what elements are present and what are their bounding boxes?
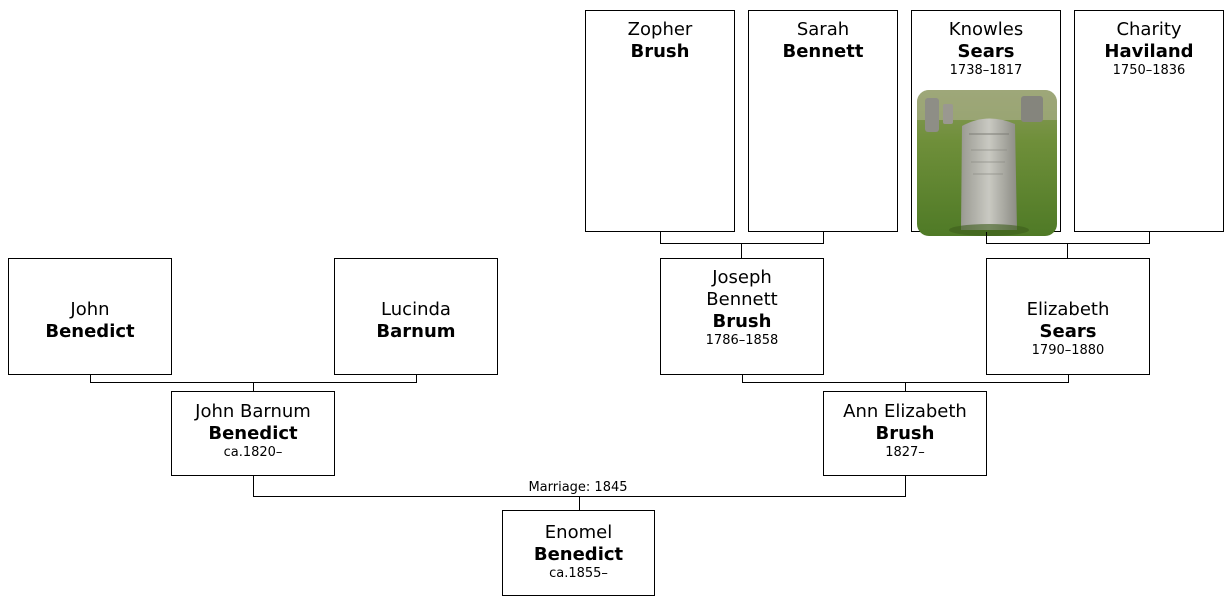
life-dates: 1790–1880: [1031, 342, 1105, 358]
surname: Benedict: [45, 320, 135, 342]
surname: Benedict: [533, 543, 624, 565]
given-name: John: [70, 299, 110, 320]
given-name: Charity: [1116, 19, 1182, 40]
life-dates: ca.1820–: [223, 444, 283, 460]
surname: Brush: [630, 40, 690, 62]
connector: [1067, 243, 1068, 258]
surname: Benedict: [208, 422, 298, 444]
connector: [905, 476, 906, 497]
person-box-enomel-benedict[interactable]: Enomel Benedict ca.1855–: [502, 510, 655, 596]
given-name: Zopher: [627, 19, 693, 40]
connector: [1068, 375, 1069, 383]
gravestone-photo[interactable]: [917, 90, 1057, 236]
connector: [253, 382, 254, 391]
given-name: Elizabeth: [1026, 299, 1110, 320]
person-box-charity-haviland[interactable]: Charity Haviland 1750–1836: [1074, 10, 1224, 232]
surname: Barnum: [376, 320, 456, 342]
surname: Sears: [1039, 320, 1097, 342]
person-box-sarah-bennett[interactable]: Sarah Bennett: [748, 10, 898, 232]
life-dates: 1738–1817: [949, 62, 1023, 78]
person-box-john-benedict[interactable]: John Benedict: [8, 258, 172, 375]
connector: [660, 243, 824, 244]
surname: Sears: [957, 40, 1015, 62]
connector: [1149, 232, 1150, 244]
surname: Brush: [875, 422, 935, 444]
connector: [905, 382, 906, 391]
connector: [823, 232, 824, 244]
person-box-john-barnum-benedict[interactable]: John Barnum Benedict ca.1820–: [171, 391, 335, 476]
connector: [742, 375, 743, 383]
surname: Bennett: [782, 40, 864, 62]
connector: [253, 476, 254, 497]
given-name: Sarah: [796, 19, 850, 40]
connector: [986, 243, 1150, 244]
person-box-joseph-bennett-brush[interactable]: Joseph Bennett Brush 1786–1858: [660, 258, 824, 375]
connector: [90, 375, 91, 383]
surname: Haviland: [1104, 40, 1194, 62]
connector: [579, 496, 580, 510]
given-name: John Barnum: [195, 401, 311, 422]
person-box-lucinda-barnum[interactable]: Lucinda Barnum: [334, 258, 498, 375]
given-name: Ann Elizabeth: [843, 401, 967, 422]
given-name: Enomel: [544, 522, 613, 543]
person-box-knowles-sears[interactable]: Knowles Sears 1738–1817: [911, 10, 1061, 236]
life-dates: 1827–: [885, 444, 925, 460]
connector: [986, 232, 987, 244]
surname: Brush: [712, 310, 772, 332]
connector: [416, 375, 417, 383]
life-dates: 1750–1836: [1112, 62, 1186, 78]
marriage-label: Marriage: 1845: [528, 480, 628, 495]
connector: [741, 243, 742, 258]
connector: [660, 232, 661, 244]
given-name-line2: Bennett: [706, 288, 778, 310]
given-name: Lucinda: [381, 299, 451, 320]
given-name: Knowles: [948, 19, 1024, 40]
person-box-elizabeth-sears[interactable]: Elizabeth Sears 1790–1880: [986, 258, 1150, 375]
person-box-ann-elizabeth-brush[interactable]: Ann Elizabeth Brush 1827–: [823, 391, 987, 476]
life-dates: ca.1855–: [549, 565, 608, 581]
given-name-line1: Joseph: [712, 267, 772, 288]
person-box-zopher-brush[interactable]: Zopher Brush: [585, 10, 735, 232]
life-dates: 1786–1858: [705, 332, 779, 348]
gravestone-image: [917, 90, 1057, 236]
